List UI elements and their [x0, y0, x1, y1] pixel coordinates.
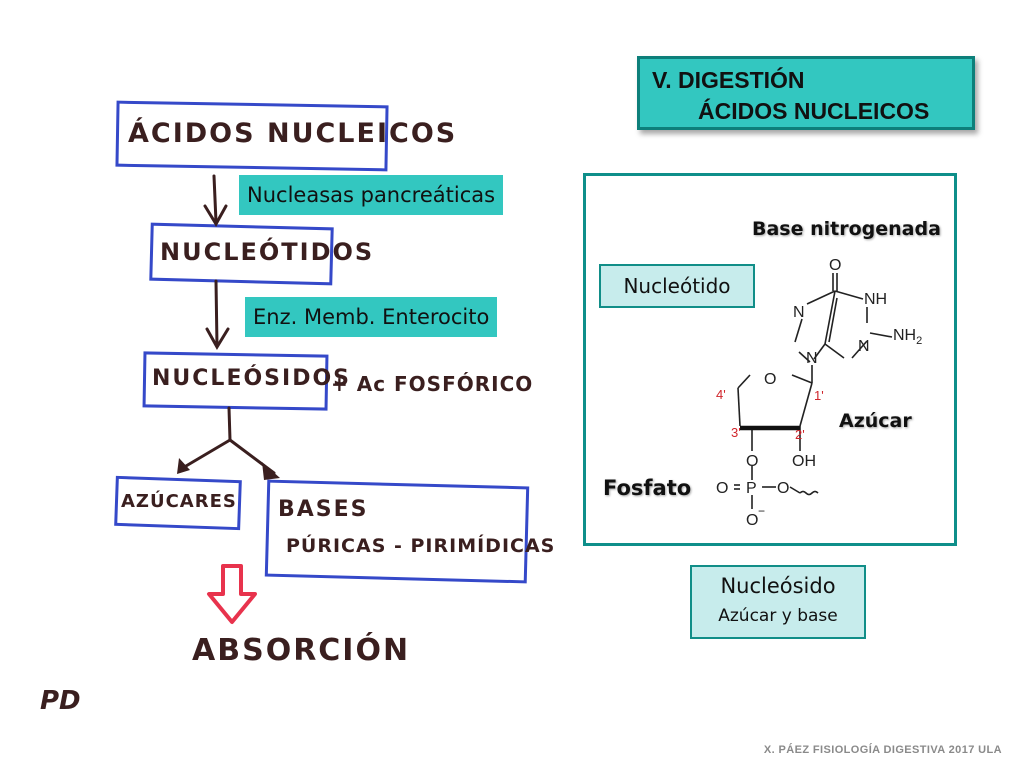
atom-o-minus: O [746, 512, 758, 529]
label-base-nitrogenada: Base nitrogenada [752, 218, 941, 240]
arrow-down-2 [214, 279, 219, 348]
text-bases-line2: PÚRICAS - PIRIMÍDICAS [286, 535, 556, 557]
structure-panel: Base nitrogenada Nucleótido Azúcar Fosfa… [583, 173, 957, 546]
atom-c3: 3' [731, 425, 741, 440]
text-acidos-nucleicos: ÁCIDOS NUCLEICOS [128, 118, 458, 149]
label-azucar: Azúcar [839, 410, 912, 432]
handwritten-arrows [177, 174, 280, 624]
atom-o3: O [746, 453, 758, 470]
absorcion-arrow [207, 564, 257, 624]
slide-title-line1: V. DIGESTIÓN [652, 67, 805, 93]
atom-c4: 4' [716, 387, 726, 402]
label-fosfato: Fosfato [603, 476, 692, 500]
atom-n-mid: N [858, 338, 870, 355]
atom-c1: 1' [814, 388, 824, 403]
nucleosido-subtitle: Azúcar y base [718, 606, 838, 626]
atom-o-double: O [716, 480, 728, 497]
arrow-down-1 [212, 174, 218, 224]
atom-c2: 2' [795, 427, 805, 442]
footer-credit: X. PÁEZ FISIOLOGÍA DIGESTIVA 2017 ULA [763, 744, 1002, 756]
split-left [184, 438, 232, 468]
atom-o-ring: O [764, 371, 776, 388]
text-absorcion: ABSORCIÓN [192, 633, 411, 668]
atom-o-top: O [829, 257, 841, 274]
atom-n-left: N [793, 304, 805, 321]
split-left-head [177, 458, 190, 474]
slide-title-line2: ÁCIDOS NUCLEICOS [698, 98, 930, 124]
atom-nh2: NH2 [893, 327, 922, 347]
nucleosido-box: Nucleósido Azúcar y base [690, 565, 866, 639]
atom-o-right: O [777, 480, 789, 497]
atom-oh: OH [792, 453, 816, 470]
atom-p: P [746, 480, 757, 497]
label-nucleotido: Nucleótido [599, 264, 755, 308]
text-nucleotidos: NUCLEÓTIDOS [160, 238, 375, 266]
label-enz-memb: Enz. Memb. Enterocito [245, 297, 498, 337]
text-bases-line1: BASES [278, 497, 369, 522]
atom-nh: NH [864, 291, 887, 308]
nucleosido-title: Nucleósido [720, 574, 836, 598]
split-right-head [262, 462, 280, 480]
arrow-down-1-head [203, 204, 228, 227]
atom-minus: − [758, 504, 765, 518]
nucleotide-structure: 4' 1' 3' 2' O NH N NH2 N N O O OH O P O … [716, 257, 922, 529]
text-plus-ac-fosforico: + Ac FOSFÓRICO [331, 372, 534, 396]
slide-title-box: V. DIGESTIÓN ÁCIDOS NUCLEICOS [637, 56, 975, 130]
split-stem [227, 406, 232, 442]
atom-n-bottom: N [806, 350, 818, 367]
signature: PD [40, 686, 81, 716]
text-nucleosidos: NUCLEÓSIDOS [152, 366, 352, 391]
text-azucares: AZÚCARES [121, 491, 237, 512]
arrow-down-2-head [205, 327, 230, 350]
label-nucleasas: Nucleasas pancreáticas [239, 175, 504, 215]
